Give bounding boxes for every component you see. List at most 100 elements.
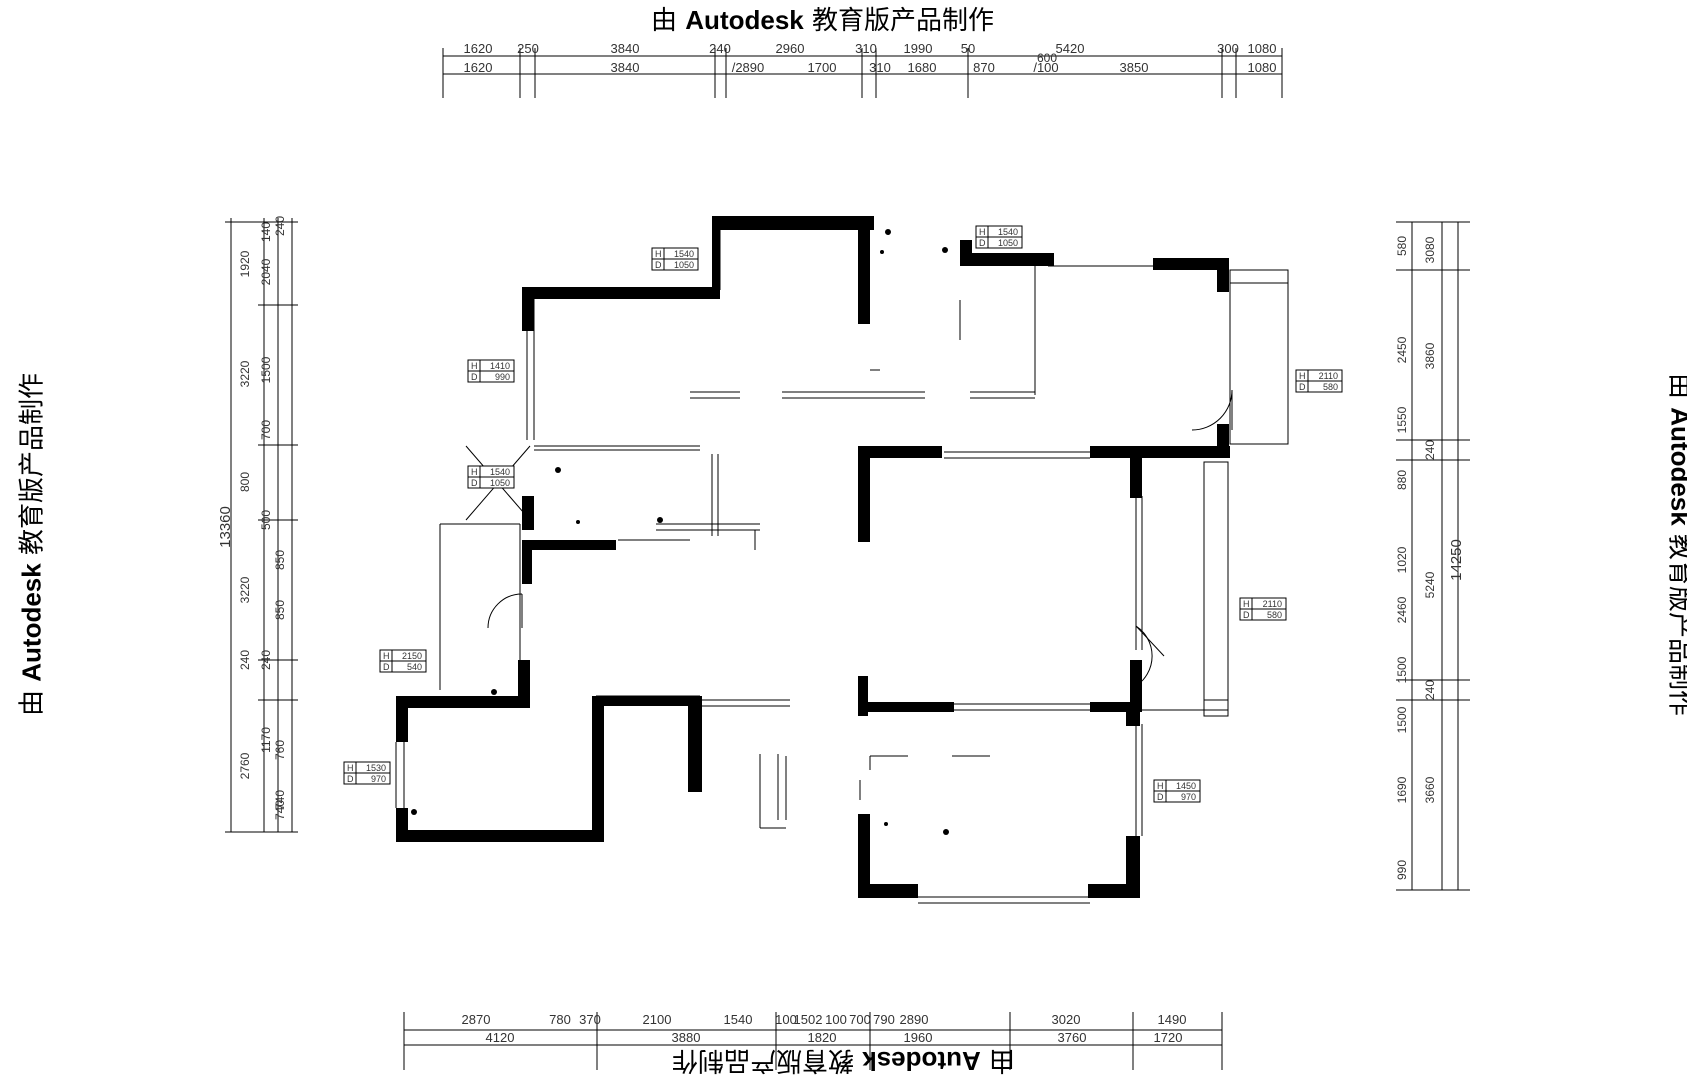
right-dim-label: 240 xyxy=(1423,680,1437,700)
window-tag-value: 970 xyxy=(1181,792,1196,802)
window-tag-key: D xyxy=(383,662,390,672)
right-dim-label: 990 xyxy=(1395,860,1409,880)
window-tag-value: 1540 xyxy=(998,227,1018,237)
top-dim-label: 1080 xyxy=(1248,60,1277,75)
window-tag-key: D xyxy=(471,478,478,488)
window-tag-key: H xyxy=(1299,371,1306,381)
left-dim-label: 850 xyxy=(273,600,287,620)
right-dim-label: 240 xyxy=(1423,440,1437,460)
bottom-dim-label: 370 xyxy=(579,1012,601,1027)
bottom-dim-label: 1960 xyxy=(904,1030,933,1045)
window-tag-value: 1050 xyxy=(490,478,510,488)
bottom-dim-label: 1502 xyxy=(794,1012,823,1027)
right-dim-label: 3080 xyxy=(1423,236,1437,263)
top-dim-label: 1700 xyxy=(808,60,837,75)
window-tag-key: D xyxy=(1299,382,1306,392)
right-dim-label: 1500 xyxy=(1395,706,1409,733)
left-dim-label: 3220 xyxy=(238,576,252,603)
right-dim-label: 1550 xyxy=(1395,406,1409,433)
left-dim-label: 850 xyxy=(273,550,287,570)
top-dim-label: 2960 xyxy=(776,41,805,56)
left-dim-label: 2760 xyxy=(238,752,252,779)
bottom-dim-label: 4120 xyxy=(486,1030,515,1045)
top-dim-label: 1620 xyxy=(464,41,493,56)
top-dim-label: 3840 xyxy=(611,41,640,56)
left-dimension-columns: 1920322080032202402760140204015007005002… xyxy=(238,216,287,820)
window-tag-value: 580 xyxy=(1323,382,1338,392)
bottom-dim-label: 3020 xyxy=(1052,1012,1081,1027)
bottom-dim-label: 780 xyxy=(549,1012,571,1027)
window-tag-value: 970 xyxy=(371,774,386,784)
left-dim-label: 240 xyxy=(273,216,287,236)
top-dim-label: 1990 xyxy=(904,41,933,56)
window-tag-value: 1050 xyxy=(998,238,1018,248)
top-dim-label: 1080 xyxy=(1248,41,1277,56)
top-dim-label: 240 xyxy=(709,41,731,56)
bottom-dim-label: 3760 xyxy=(1058,1030,1087,1045)
thick-walls xyxy=(396,216,1230,898)
right-dim-label: 5240 xyxy=(1423,571,1437,598)
right-dim-label: 1500 xyxy=(1395,656,1409,683)
bottom-dim-label: 3880 xyxy=(672,1030,701,1045)
left-dim-label: 500 xyxy=(259,510,273,530)
window-tag-value: 990 xyxy=(495,372,510,382)
bottom-dim-label: 2870 xyxy=(462,1012,491,1027)
left-dim-label: 3220 xyxy=(238,360,252,387)
window-tag-value: 580 xyxy=(1267,610,1282,620)
bottom-dim-label: 1820 xyxy=(808,1030,837,1045)
window-tag-value: 2110 xyxy=(1263,599,1282,609)
bottom-dim-label: 1540 xyxy=(724,1012,753,1027)
bottom-dim-label: 2100 xyxy=(643,1012,672,1027)
window-tag-key: H xyxy=(383,651,390,661)
window-tag-key: D xyxy=(1157,792,1164,802)
left-dimension-total: 13360 xyxy=(217,506,234,548)
left-dim-label: 1170 xyxy=(259,727,273,753)
window-tag-key: H xyxy=(1243,599,1250,609)
bottom-dim-label: 1490 xyxy=(1158,1012,1187,1027)
bottom-dim-label: 1720 xyxy=(1154,1030,1183,1045)
bottom-dim-label: 100 xyxy=(825,1012,847,1027)
left-dim-label: 800 xyxy=(238,472,252,492)
left-dim-label: 140 xyxy=(259,222,273,242)
right-dim-label: 580 xyxy=(1395,236,1409,256)
window-tag-key: H xyxy=(1157,781,1164,791)
right-dim-label: 3860 xyxy=(1423,342,1437,369)
top-dim-label: 250 xyxy=(517,41,539,56)
window-tag-value: 1540 xyxy=(490,467,510,477)
bottom-dimension-row-2: 4120 3880 1820 1960 3760 1720 xyxy=(486,1030,1183,1045)
window-tag-value: 1540 xyxy=(674,249,694,259)
left-dim-label: 760 xyxy=(273,740,287,760)
left-dim-label: 240 xyxy=(238,650,252,670)
window-tag-key: D xyxy=(471,372,478,382)
bottom-dim-label: 2890 xyxy=(900,1012,929,1027)
right-dim-label: 1020 xyxy=(1395,546,1409,573)
window-tag-value: 1410 xyxy=(490,361,510,371)
top-dim-label: 310 xyxy=(869,60,891,75)
window-tag-value: 1530 xyxy=(366,763,386,773)
left-dim-label: 700 xyxy=(259,420,273,440)
window-tag-key: D xyxy=(347,774,354,784)
window-tag-key: H xyxy=(471,467,478,477)
window-tag-value: 1450 xyxy=(1176,781,1196,791)
right-dim-label: 2460 xyxy=(1395,596,1409,623)
bottom-dim-label: 790 xyxy=(873,1012,895,1027)
window-tag-value: 2150 xyxy=(402,651,422,661)
left-dim-label: 1920 xyxy=(238,250,252,277)
top-dim-label: 1620 xyxy=(464,60,493,75)
top-dim-label: 300 xyxy=(1217,41,1239,56)
top-dim-label: 310 xyxy=(855,41,877,56)
